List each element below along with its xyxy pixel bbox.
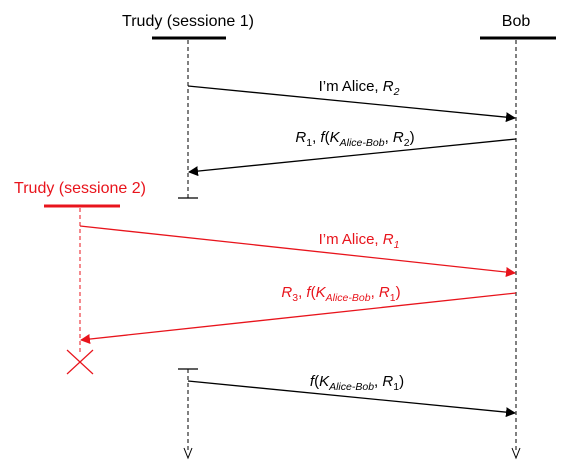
participant-label-bob: Bob — [502, 13, 531, 30]
message-1-arrow — [187, 85, 516, 123]
message-4-label: R3, f(KAlice-Bob, R1) — [281, 284, 400, 304]
message-1-label: I’m Alice, R2 — [319, 78, 400, 98]
message-5-arrow — [187, 380, 516, 418]
message-3-arrow — [79, 225, 516, 278]
message-3-label: I’m Alice, R1 — [319, 231, 400, 251]
lifeline-arrowhead-trudy-session1 — [183, 447, 193, 460]
message-5: f(KAlice-Bob, R1) — [187, 373, 516, 418]
participant-bob: Bob — [480, 13, 556, 460]
termination-cross-icon — [66, 349, 94, 375]
message-3: I’m Alice, R1 — [79, 225, 516, 278]
participant-trudy-session1: Trudy (sessione 1) — [122, 13, 254, 460]
message-2: R1, f(KAlice-Bob, R2) — [188, 129, 517, 177]
message-1: I’m Alice, R2 — [187, 78, 516, 123]
lifeline-arrowhead-bob — [511, 447, 521, 460]
participant-trudy-session2: Trudy (sessione 2) — [14, 180, 146, 375]
message-5-label: f(KAlice-Bob, R1) — [310, 373, 404, 393]
message-2-arrow — [188, 138, 517, 177]
participant-label-trudy-session2: Trudy (sessione 2) — [14, 180, 146, 197]
message-4: R3, f(KAlice-Bob, R1) — [80, 284, 517, 345]
participant-label-trudy-session1: Trudy (sessione 1) — [122, 13, 254, 30]
message-2-label: R1, f(KAlice-Bob, R2) — [295, 129, 414, 149]
message-4-arrow — [80, 292, 517, 345]
